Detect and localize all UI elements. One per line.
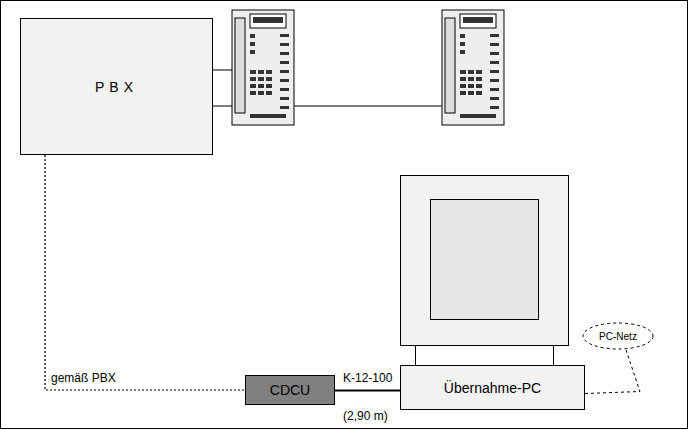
edge-label: K-12-100: [341, 371, 394, 385]
dotted-cable: [45, 155, 245, 390]
node-label: Übernahme-PC: [444, 380, 541, 396]
pc-box: Übernahme-PC: [400, 365, 585, 410]
node-label: PC-Netz: [599, 331, 637, 342]
cable: [335, 390, 400, 392]
dimension-label: (2,90 m): [341, 409, 390, 423]
pbx-box: PBX: [20, 18, 213, 155]
phone-icon: [442, 10, 504, 125]
network-cloud: PC-Netz: [582, 322, 654, 350]
node-label: CDCU: [270, 382, 310, 398]
phone-icon: [232, 10, 294, 125]
network-link: [585, 350, 640, 394]
edge-label: gemäß PBX: [49, 371, 118, 385]
node-label: PBX: [95, 79, 138, 95]
monitor-icon: [401, 176, 569, 366]
cdcu-box: CDCU: [245, 375, 335, 405]
